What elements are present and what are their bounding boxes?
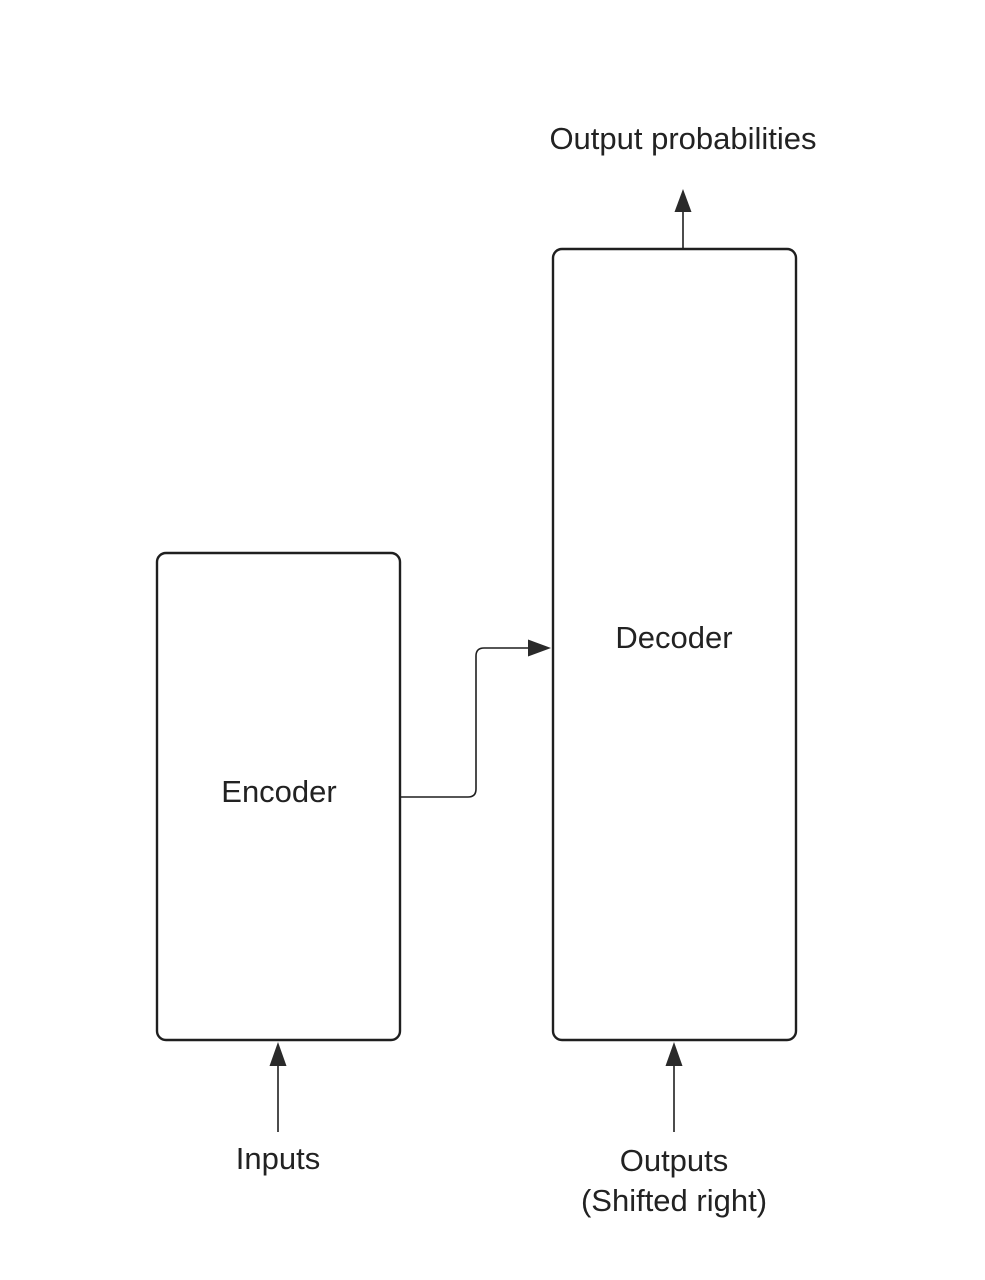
encoder-to-decoder-connector — [400, 647, 528, 798]
encoder-to-decoder-arrowhead — [528, 639, 551, 657]
encoder-label: Encoder — [221, 774, 336, 809]
outputs-arrowhead — [665, 1042, 683, 1066]
decoder-label: Decoder — [615, 620, 732, 655]
inputs-arrowhead — [269, 1042, 287, 1066]
outputs-label: Outputs — [620, 1143, 729, 1178]
output-probabilities-label: Output probabilities — [549, 121, 816, 156]
inputs-label: Inputs — [236, 1141, 320, 1176]
decoder-output-arrowhead — [674, 189, 692, 212]
outputs-shifted-right-label: (Shifted right) — [581, 1183, 767, 1218]
decoder-block — [551, 247, 798, 1042]
